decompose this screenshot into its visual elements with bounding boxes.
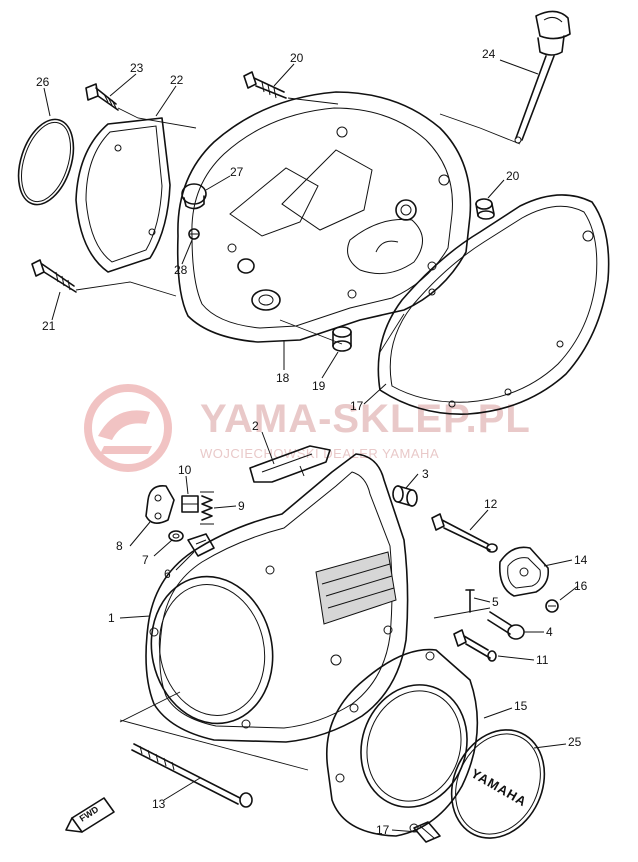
part-21-bolt [243,71,287,99]
part-11-bolt [453,629,497,662]
part-8-lever [145,484,175,524]
callout-17: 17 [376,823,390,837]
callout-12: 12 [484,497,498,511]
callout-21: 20 [290,51,304,65]
part-16-screw [545,599,559,613]
callout-2: 2 [252,419,259,433]
callout-5: 5 [492,595,499,609]
part-29-screw [188,228,200,240]
part-23-cover-gasket [75,117,171,273]
part-3-dowel [392,485,418,507]
callout-9: 9 [238,499,245,513]
part-18-crankcase-cover [176,91,472,343]
part-26-yamaha-emblem: YAMAHA [450,729,546,839]
part-25-oil-filler-plug [514,10,571,144]
callout-11: 11 [536,653,549,667]
watermark: YAMA-SKLEP.PL WOJCIECHOWSKI DEALER YAMAH… [84,384,531,472]
part-9-spring [200,491,214,525]
watermark-subtitle: WOJCIECHOWSKI DEALER YAMAHA [200,446,439,461]
part-14-cap [498,546,550,597]
callout-28: 27 [230,165,244,179]
part-20-dowel-upper [475,198,495,220]
callout-18: 18 [276,371,290,385]
callout-27: 26 [36,75,50,89]
callout-24: 23 [130,61,144,75]
part-4-shaft [487,611,525,640]
part-24-bolt [85,83,119,111]
part-20-dowel-lower [332,326,352,352]
leader-lines [43,59,579,833]
callout-15: 15 [514,699,528,713]
emblem-text: YAMAHA [469,766,530,810]
part-12-bolt [431,513,498,553]
fwd-label: FWD [78,804,101,824]
callout-22: 21 [42,319,56,333]
watermark-logo-icon [84,384,172,472]
callout-16: 16 [574,579,588,593]
part-15-magneto-cover [326,648,479,837]
part-13-long-bolt [131,743,253,808]
callout-13: 13 [152,797,166,811]
part-10-pin [181,495,199,513]
callout-8: 8 [116,539,123,553]
watermark-brand: YAMA-SKLEP.PL [200,397,531,441]
callout-14: 14 [574,553,588,567]
fwd-direction-marker: FWD [65,797,115,833]
callout-19: 17 [350,399,364,413]
callout-labels: 26 23 22 20 24 27 20 28 21 18 19 17 2 3 … [36,47,588,837]
callout-26: 25 [568,735,582,749]
callout-20-upper: 20 [506,169,520,183]
callout-6: 6 [164,567,171,581]
part-1-crankcase-cover [145,453,409,743]
assembly-lines [75,97,521,771]
callout-4: 4 [546,625,553,639]
callout-20-lower: 19 [312,379,326,393]
callout-1: 1 [108,611,115,625]
part-7-washer [168,530,184,542]
part-5-pin [465,589,475,613]
part-22-bolt [31,259,77,293]
part-2-bracket [249,445,331,483]
part-19-crankcase-gasket [377,194,610,415]
part-28-plug [181,183,207,210]
callout-7: 7 [142,553,149,567]
callout-10: 10 [178,463,192,477]
callout-29: 28 [174,263,188,277]
callout-3: 3 [422,467,429,481]
callout-25: 24 [482,47,496,61]
part-17-screw [413,821,441,843]
callout-23: 22 [170,73,184,87]
part-27-o-ring [17,118,75,206]
